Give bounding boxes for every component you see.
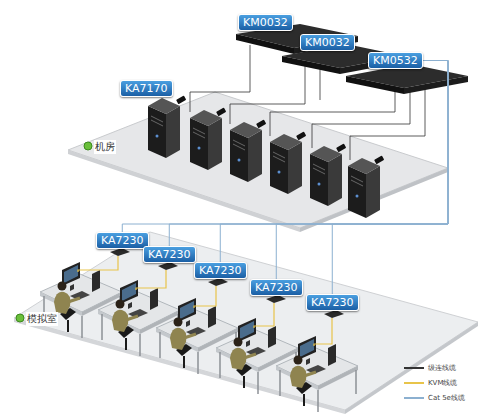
art-shape (236, 34, 294, 54)
legend-row: Cat 5e线缆 (404, 390, 465, 405)
art-shape (208, 278, 228, 286)
servers (148, 96, 384, 219)
art-shape (270, 134, 302, 194)
art-shape (190, 45, 250, 112)
device-tag: KA7230 (194, 262, 247, 279)
tag-text: KM0532 (373, 54, 418, 67)
legend: 级连线缆 KVM线缆 Cat 5e线缆 (404, 360, 465, 405)
tag-text: KM0032 (305, 36, 350, 49)
art-shape (230, 122, 262, 182)
art-shape (296, 132, 306, 141)
art-shape (345, 322, 478, 414)
tag-text: KM0032 (243, 16, 288, 29)
art-shape (40, 262, 122, 338)
art-shape (110, 248, 130, 256)
art-shape (254, 303, 274, 328)
art-shape (404, 76, 468, 94)
device-tag: KM0032 (238, 14, 293, 31)
art-shape (176, 96, 186, 105)
art-shape (310, 146, 342, 206)
art-shape (336, 144, 346, 153)
cat5e-connector (169, 61, 448, 247)
tag-text: KA7230 (148, 248, 191, 261)
legend-sample (404, 365, 424, 371)
art-shape (312, 86, 410, 148)
art-shape (346, 76, 404, 94)
sim-room-floor (14, 232, 478, 414)
art-shape (374, 156, 384, 165)
cat5e-connector (276, 61, 448, 280)
cat5e-connector (220, 61, 448, 263)
art-shape (148, 98, 180, 158)
cascade-cables (190, 45, 425, 160)
device-tag: KA7170 (120, 80, 173, 97)
art-shape (348, 158, 380, 218)
art-shape (158, 262, 178, 270)
art-shape (230, 64, 305, 124)
device-tag: KM0532 (368, 52, 423, 69)
tag-text: KA7230 (255, 281, 298, 294)
art-shape (216, 108, 226, 117)
art-shape (16, 314, 24, 322)
art-shape (136, 270, 166, 290)
art-shape (324, 310, 344, 318)
legend-text: Cat 5e线缆 (428, 393, 465, 403)
server-room-floor (68, 92, 448, 232)
art-shape (270, 86, 395, 136)
art-shape (276, 336, 358, 412)
tag-text: KA7170 (125, 82, 168, 95)
art-shape (98, 280, 180, 356)
art-shape (256, 120, 266, 129)
legend-sample (404, 380, 424, 386)
art-shape (78, 256, 118, 272)
art-shape (350, 86, 425, 160)
device-tag: KM0032 (300, 34, 355, 51)
art-shape (216, 318, 298, 394)
legend-text: 级连线缆 (428, 363, 456, 373)
device-tag: KA7230 (143, 246, 196, 263)
kvm-cables (78, 256, 332, 346)
art-shape (84, 142, 92, 150)
legend-row: KVM线缆 (404, 375, 465, 390)
art-shape (156, 298, 238, 374)
art-shape (266, 295, 286, 303)
tag-text: KA7230 (199, 264, 242, 277)
device-tag: KA7230 (306, 294, 359, 311)
art-shape (194, 286, 216, 308)
legend-text: KVM线缆 (428, 378, 457, 388)
km-switches (236, 24, 468, 94)
cat5e-connector (332, 61, 448, 295)
legend-row: 级连线缆 (404, 360, 465, 375)
art-shape (282, 56, 340, 74)
art-shape (190, 110, 222, 170)
legend-sample (404, 395, 424, 401)
art-shape (314, 318, 332, 346)
art-shape (68, 150, 300, 232)
room-label: 机房 (94, 140, 116, 154)
device-tag: KA7230 (96, 232, 149, 249)
workstations (40, 262, 358, 412)
tag-text: KA7230 (311, 296, 354, 309)
tag-text: KA7230 (101, 234, 144, 247)
room-label: 模拟室 (26, 312, 58, 326)
device-tag: KA7230 (250, 279, 303, 296)
